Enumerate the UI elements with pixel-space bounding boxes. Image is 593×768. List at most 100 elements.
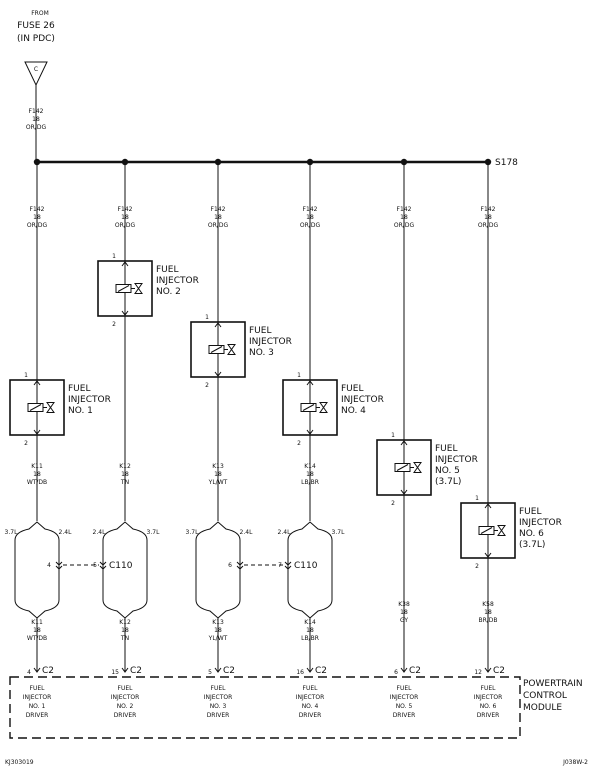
engine-option-tag: 3.7L [147, 529, 161, 536]
wire-gauge-label: 18 [400, 214, 408, 221]
engine-option-tag: 3.7L [332, 529, 346, 536]
pcm-connector-label: C2 [315, 666, 327, 676]
injector-name-line: INJECTOR [519, 518, 562, 528]
wire-circuit-label: K38 [398, 601, 410, 608]
driver-label-line: FUEL [118, 685, 134, 692]
pin-arrow-icon [306, 380, 314, 386]
wire-gauge-label: 18 [121, 471, 129, 478]
footer-left-code: KJ303019 [5, 759, 34, 766]
driver-label-line: INJECTOR [23, 694, 52, 701]
pin-arrow-icon [484, 552, 492, 558]
engine-option-branch [14, 521, 60, 541]
driver-label-line: NO. 5 [396, 703, 413, 710]
wire-gauge-label: 18 [33, 627, 41, 634]
valve-icon [227, 344, 236, 355]
fuse-triangle-symbol [24, 61, 48, 87]
injector-circuit-1 [9, 158, 99, 673]
injector-name-line: INJECTOR [156, 276, 199, 286]
pin-number-in: 1 [391, 432, 395, 439]
injector-name-line: INJECTOR [249, 337, 292, 347]
splice-label: S178 [495, 158, 518, 168]
wire-color-label: OR/DG [394, 222, 415, 229]
pin-number-out: 2 [475, 563, 479, 570]
injector-name-line: NO. 5 [435, 466, 460, 476]
driver-label-line: DRIVER [299, 712, 322, 719]
driver-label-line: DRIVER [114, 712, 137, 719]
pin-number-in: 1 [297, 372, 301, 379]
pin-number-in: 1 [24, 372, 28, 379]
wire-color-label: LB/BR [301, 479, 319, 486]
wire-color-label: OR/DG [115, 222, 136, 229]
wire-circuit-label: F142 [481, 206, 496, 213]
pcm-pin-number: 12 [474, 669, 482, 676]
wire-color-label: OR/DG [208, 222, 229, 229]
c110-pin-number: 6 [228, 562, 232, 569]
pin-arrow-icon [400, 440, 408, 446]
wire-circuit-label: F142 [30, 206, 45, 213]
pcm-label-line2: CONTROL [523, 691, 567, 701]
driver-label-line: INJECTOR [390, 694, 419, 701]
driver-label-line: INJECTOR [204, 694, 233, 701]
pcm-label-line3: MODULE [523, 703, 562, 713]
pin-arrow-icon [214, 371, 222, 377]
engine-option-branch [195, 521, 241, 541]
injector-name-line: FUEL [519, 507, 541, 517]
c110-connector-label: C110 [294, 561, 318, 571]
driver-label-line: NO. 1 [29, 703, 46, 710]
pin-number-in: 1 [112, 253, 116, 260]
injector-circuit-3 [190, 158, 284, 673]
injector-name-line: NO. 6 [519, 529, 544, 539]
wire-color-label: WT/DB [27, 479, 47, 486]
engine-option-tag: 3.7L [5, 529, 19, 536]
pin-arrow-icon [33, 380, 41, 386]
pin-number-out: 2 [297, 440, 301, 447]
wire-circuit-label: K11 [31, 619, 43, 626]
wire-circuit-label: F142 [118, 206, 133, 213]
pin-arrow-icon [121, 261, 129, 267]
injector-name-line: (3.7L) [519, 540, 545, 550]
wire-color-label: YL/WT [208, 635, 228, 642]
injector-name-line: NO. 3 [249, 348, 274, 358]
wire-color-label: GY [400, 617, 408, 624]
wire-gauge-label: 18 [121, 214, 129, 221]
injector-name-line: INJECTOR [341, 395, 384, 405]
driver-label-line: DRIVER [393, 712, 416, 719]
injector-name-line: (3.7L) [435, 477, 461, 487]
wire-circuit-label: K14 [304, 463, 316, 470]
driver-label-line: FUEL [30, 685, 46, 692]
injector-name-line: NO. 2 [156, 287, 181, 297]
pcm-connector-label: C2 [409, 666, 421, 676]
valve-icon [134, 283, 143, 294]
wire-circuit-label: F142 [397, 206, 412, 213]
pcm-pin-number: 16 [296, 669, 304, 676]
wire-gauge-label: 18 [121, 627, 129, 634]
pin-number-out: 2 [391, 500, 395, 507]
pin-arrow-icon [214, 322, 222, 328]
engine-option-tag: 2.4L [240, 529, 254, 536]
pcm-pin-number: 6 [394, 669, 398, 676]
injector-name-line: NO. 4 [341, 406, 366, 416]
injector-name-line: FUEL [435, 444, 457, 454]
pin-arrow-icon [484, 503, 492, 509]
fuse-symbol-letter: C [34, 66, 38, 73]
c110-pin-number: 5 [93, 562, 97, 569]
wire-circuit-label: K12 [119, 463, 131, 470]
driver-label-line: NO. 3 [210, 703, 227, 710]
driver-label-line: INJECTOR [111, 694, 140, 701]
pcm-pin-number: 15 [111, 669, 119, 676]
wire-gauge-label: 18 [306, 471, 314, 478]
c110-pin-number: 4 [47, 562, 51, 569]
wire-color-label: WT/DB [27, 635, 47, 642]
driver-label-line: FUEL [211, 685, 227, 692]
wire-color-label: BR/DB [478, 617, 497, 624]
engine-option-tag: 3.7L [186, 529, 200, 536]
wire-gauge-label: 18 [484, 214, 492, 221]
c110-pin-icon [236, 561, 244, 566]
engine-option-branch [102, 521, 148, 541]
source-fuse: FUSE 26 [17, 21, 55, 31]
wire-circuit-label: K13 [212, 619, 224, 626]
pin-number-out: 2 [205, 382, 209, 389]
c110-pin-icon [99, 561, 107, 566]
injector-name-line: INJECTOR [68, 395, 111, 405]
